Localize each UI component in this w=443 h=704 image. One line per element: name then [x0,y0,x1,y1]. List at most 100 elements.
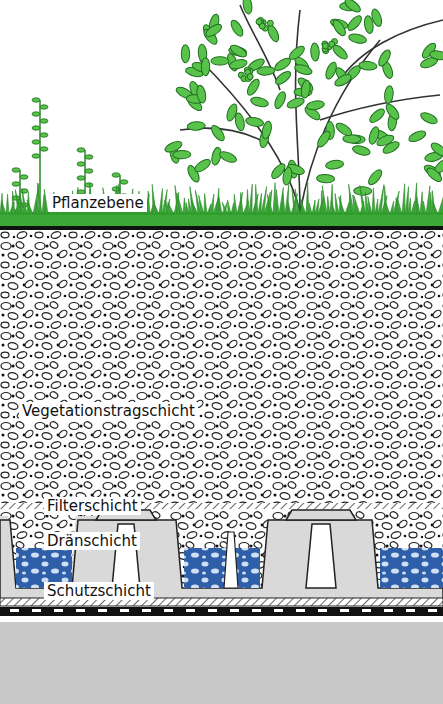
grass-blade [386,202,390,214]
grass-blade [354,195,360,214]
leaf [187,121,206,131]
leaf [370,8,384,28]
grass-blade [249,184,252,214]
grass-blade [417,197,420,214]
herb-leaf [85,183,93,187]
leaf [429,141,443,159]
herb-leaf [40,119,48,123]
leaf [324,61,339,81]
grass-blade [288,203,291,214]
grass-blade [315,199,319,214]
grass-blade [420,192,423,214]
leaf [225,103,239,123]
grass-blade [312,200,315,214]
leaf [211,57,229,65]
membrane-dash [230,609,239,612]
grass-blade [414,183,417,214]
membrane-dash [362,609,371,612]
membrane-dash [186,609,195,612]
membrane-dash [428,609,437,612]
grass-blade [397,197,402,214]
leaf [331,18,348,38]
shrub-branch [300,40,380,212]
leaf [366,168,384,187]
leaf [419,110,439,125]
grass-blade [159,188,162,214]
grass-blade [372,188,375,214]
grass-blade [246,189,249,214]
membrane-dash [32,609,41,612]
grass-blade [295,189,300,214]
leaf [334,121,354,138]
grass-blade [27,200,33,214]
leaf [282,167,293,186]
grass-blade [6,194,9,214]
membrane-dash [274,609,283,612]
grass-blade [273,183,276,214]
leaf [354,187,372,196]
leaf [229,18,245,38]
membrane-dash [318,609,327,612]
grass-blade [360,185,366,214]
leaf [204,22,224,39]
grass-blade [276,190,279,214]
leaf [310,43,319,61]
grass-blade [433,202,438,214]
leaf [242,0,253,15]
grass-blade [309,203,312,214]
leaf [193,157,213,174]
grass-blade [300,197,306,214]
berry [329,41,335,47]
grass-blade [183,198,186,214]
membrane-dash [142,609,151,612]
grass-blade [234,194,237,214]
membrane-dash [252,609,261,612]
grass-blade [222,202,227,214]
leaf [352,144,372,157]
grass-blade [37,183,42,214]
leaf [287,44,306,62]
leaf [306,100,325,111]
leaf [245,116,264,128]
grass-blade [267,194,273,214]
grass-blade [375,199,378,214]
grass-blade [255,185,258,214]
membrane-dash [406,609,415,612]
grass-blade [429,192,432,214]
leaf [173,150,191,159]
grass-blade [44,189,48,214]
grass-blade [258,193,262,214]
grass-blade [237,192,243,214]
leaf [273,69,292,87]
membrane-dash [98,609,107,612]
leaf [209,123,227,142]
grass-blade [204,193,207,214]
layer-label: Dränschicht [44,532,140,550]
leaf [325,159,344,170]
herb-leaf [12,168,20,172]
grass-blade [240,192,243,214]
shrub-branch [296,10,300,212]
berry [247,74,253,80]
leaf [293,63,313,77]
leaf [300,80,311,99]
herb-leaf [32,154,40,158]
grass-blade [177,193,183,214]
grass-blade [282,193,285,214]
leaf [229,43,249,59]
leaf [273,90,288,110]
membrane-dash [164,609,173,612]
leaf [343,134,361,143]
herb-leaf [32,126,40,130]
leaf [384,85,394,104]
layer-label: Vegetationstragschicht [19,402,198,420]
leaf [218,150,238,165]
herb-leaf [20,189,28,193]
membrane-dash [76,609,85,612]
leaf [315,129,332,149]
grass-blade [154,203,159,214]
leaf [375,133,395,148]
grass-blade [335,193,339,214]
grass-blade [408,198,411,214]
grass-blade [168,202,174,214]
